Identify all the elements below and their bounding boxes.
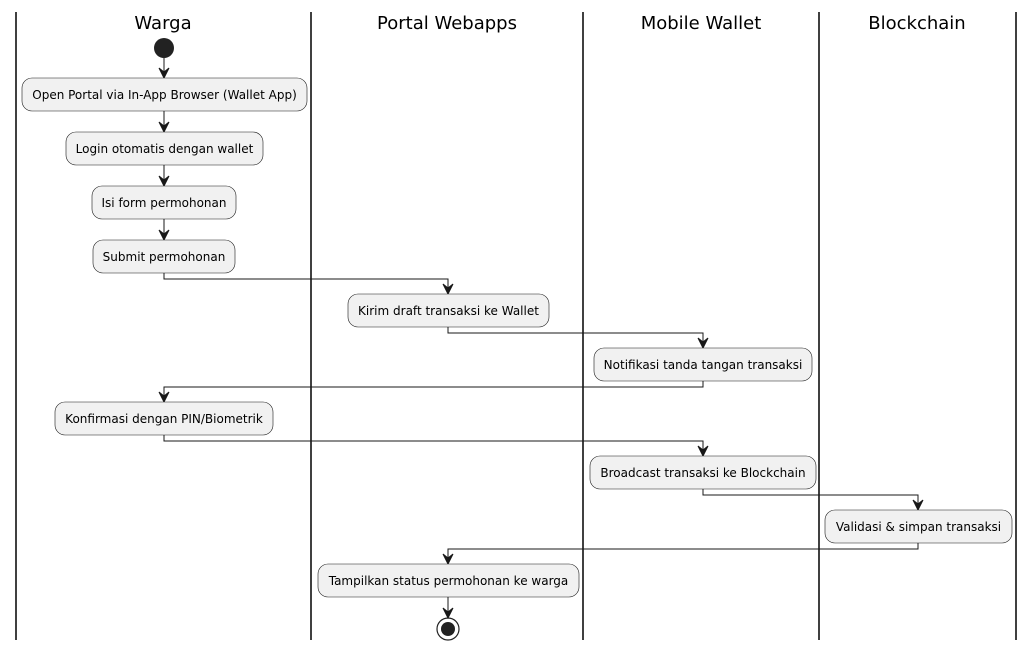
activity-node: Open Portal via In-App Browser (Wallet A… bbox=[21, 77, 308, 112]
activity-node: Submit permohonan bbox=[92, 239, 236, 274]
lane-title-blockchain: Blockchain bbox=[868, 13, 965, 34]
activity-node: Notifikasi tanda tangan transaksi bbox=[593, 347, 813, 382]
activity-node: Broadcast transaksi ke Blockchain bbox=[589, 455, 817, 490]
flow-connector bbox=[163, 273, 449, 294]
activity-node: Tampilkan status permohonan ke warga bbox=[317, 563, 580, 598]
activity-node: Login otomatis dengan wallet bbox=[65, 131, 264, 166]
terminals bbox=[154, 38, 460, 641]
activity-label: Submit permohonan bbox=[103, 250, 226, 264]
arrow-head bbox=[442, 607, 454, 620]
arrow-head bbox=[697, 337, 709, 350]
activity-node: Validasi & simpan transaksi bbox=[824, 509, 1013, 544]
arrow-head bbox=[697, 445, 709, 458]
arrow-head bbox=[158, 67, 170, 80]
arrow-head bbox=[158, 121, 170, 134]
lane-title-warga: Warga bbox=[134, 13, 191, 34]
flow-connector bbox=[163, 381, 704, 402]
end-node bbox=[436, 617, 460, 641]
swimlane-separators bbox=[15, 12, 1017, 640]
activity-nodes: Open Portal via In-App Browser (Wallet A… bbox=[21, 77, 1013, 598]
activity-label: Kirim draft transaksi ke Wallet bbox=[358, 304, 539, 318]
arrow-head bbox=[158, 175, 170, 188]
activity-node: Konfirmasi dengan PIN/Biometrik bbox=[54, 401, 274, 436]
activity-label: Konfirmasi dengan PIN/Biometrik bbox=[65, 412, 263, 426]
start-node bbox=[154, 38, 174, 58]
activity-label: Tampilkan status permohonan ke warga bbox=[328, 574, 569, 588]
arrow-head bbox=[912, 499, 924, 512]
activity-label: Broadcast transaksi ke Blockchain bbox=[600, 466, 805, 480]
flow-connector bbox=[702, 489, 919, 510]
arrow-head bbox=[158, 391, 170, 404]
arrow-head bbox=[442, 283, 454, 296]
flow-connectors bbox=[158, 58, 924, 620]
lane-title-portal-webapps: Portal Webapps bbox=[377, 13, 517, 34]
activity-label: Login otomatis dengan wallet bbox=[76, 142, 254, 156]
arrow-head bbox=[158, 229, 170, 242]
activity-node: Isi form permohonan bbox=[91, 185, 237, 220]
activity-label: Validasi & simpan transaksi bbox=[836, 520, 1001, 534]
flow-connector bbox=[447, 327, 704, 348]
activity-label: Isi form permohonan bbox=[102, 196, 227, 210]
swimlane-headers: Warga Portal Webapps Mobile Wallet Block… bbox=[134, 13, 965, 34]
lane-title-mobile-wallet: Mobile Wallet bbox=[641, 13, 762, 34]
flow-connector bbox=[163, 435, 704, 456]
activity-label: Notifikasi tanda tangan transaksi bbox=[604, 358, 803, 372]
activity-node: Kirim draft transaksi ke Wallet bbox=[347, 293, 550, 328]
activity-label: Open Portal via In-App Browser (Wallet A… bbox=[32, 88, 297, 102]
flow-connector bbox=[447, 543, 919, 564]
arrow-head bbox=[442, 553, 454, 566]
